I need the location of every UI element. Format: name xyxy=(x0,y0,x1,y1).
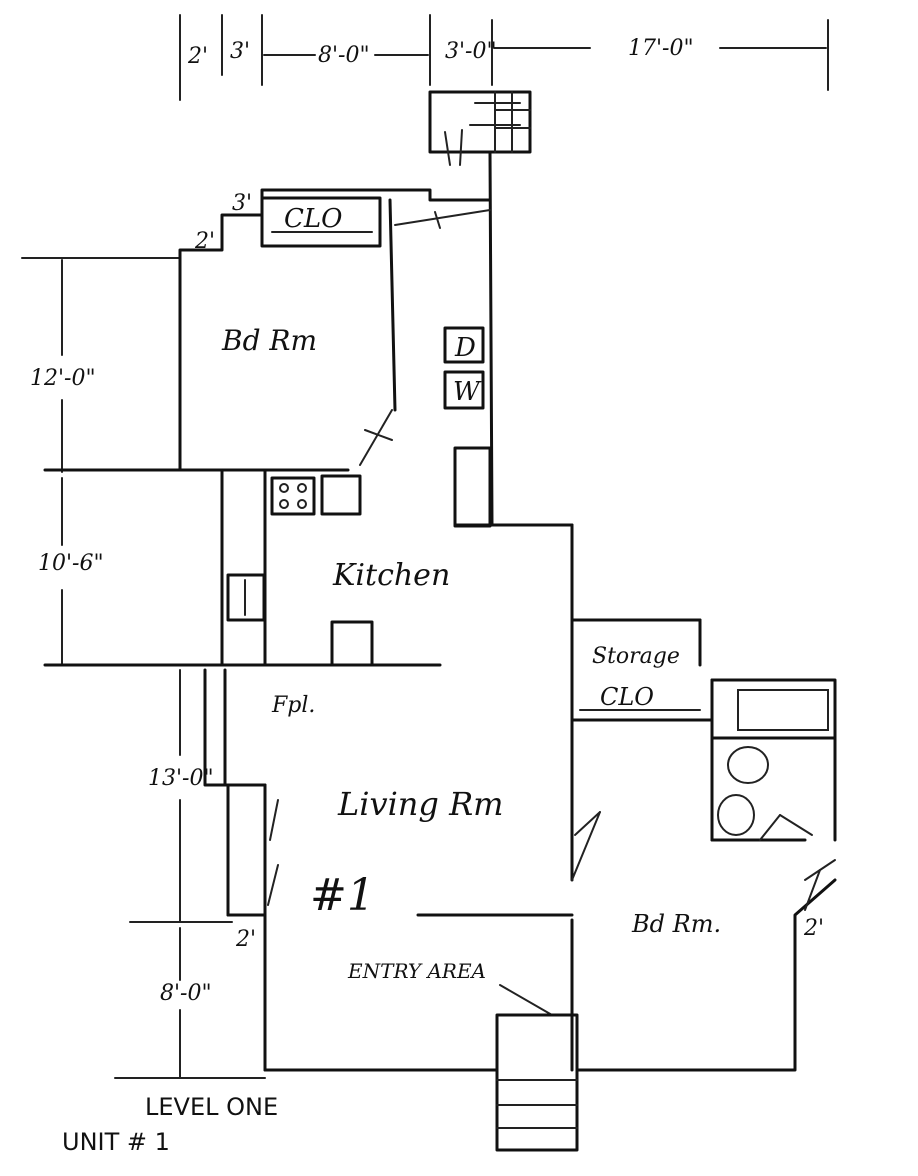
caption-level: LEVEL ONE xyxy=(145,1093,278,1121)
bathtub-icon xyxy=(737,689,829,731)
label-kitchen: Kitchen xyxy=(332,558,450,593)
counter-block xyxy=(330,620,374,667)
appliances xyxy=(226,326,829,836)
upper-stairs xyxy=(428,90,532,166)
label-dryer: D xyxy=(454,333,476,363)
walls xyxy=(43,150,837,1072)
entry-stairs xyxy=(495,1013,579,1152)
dim-left-8: 8'-0" xyxy=(160,981,212,1006)
dim-top-17: 17'-0" xyxy=(628,36,694,61)
label-washer: W xyxy=(453,377,482,407)
caption-unit: UNIT # 1 xyxy=(62,1128,170,1156)
dim-top-8: 8'-0" xyxy=(318,43,370,68)
dim-left-12: 12'-0" xyxy=(30,366,96,391)
dim-left-10: 10'-6" xyxy=(38,551,104,576)
door-swings xyxy=(267,209,836,1016)
dim-top-3b: 3'-0" xyxy=(445,39,497,64)
label-closet-storage: CLO xyxy=(600,683,654,711)
label-entry-area: ENTRY AREA xyxy=(347,959,486,983)
sink-icon xyxy=(320,474,362,516)
label-fireplace: Fpl. xyxy=(271,693,315,718)
label-closet-top: CLO xyxy=(284,204,342,234)
dim-small-2c: 2' xyxy=(803,916,824,941)
dryer-box xyxy=(443,326,485,364)
washer-box xyxy=(443,370,485,410)
fridge-icon xyxy=(226,573,266,622)
left-dimension-lines xyxy=(21,257,266,1079)
dim-small-2b: 2' xyxy=(235,927,256,952)
label-unit-mark: #1 xyxy=(310,870,375,921)
dim-top-2: 2' xyxy=(187,44,208,69)
dim-small-2a: 2' xyxy=(194,229,215,254)
label-living-room: Living Rm xyxy=(337,785,504,823)
toilet-icon xyxy=(727,746,769,784)
cooktop-icon xyxy=(270,476,316,516)
dim-small-3: 3' xyxy=(232,191,252,216)
dim-top-3: 3' xyxy=(230,39,250,64)
label-storage: Storage xyxy=(592,644,680,669)
label-bedroom-right: Bd Rm. xyxy=(631,910,721,938)
label-bedroom-top: Bd Rm xyxy=(221,324,317,357)
bath-sink-icon xyxy=(717,794,755,836)
top-dimension-lines xyxy=(179,14,829,101)
dim-left-13: 13'-0" xyxy=(148,766,214,791)
